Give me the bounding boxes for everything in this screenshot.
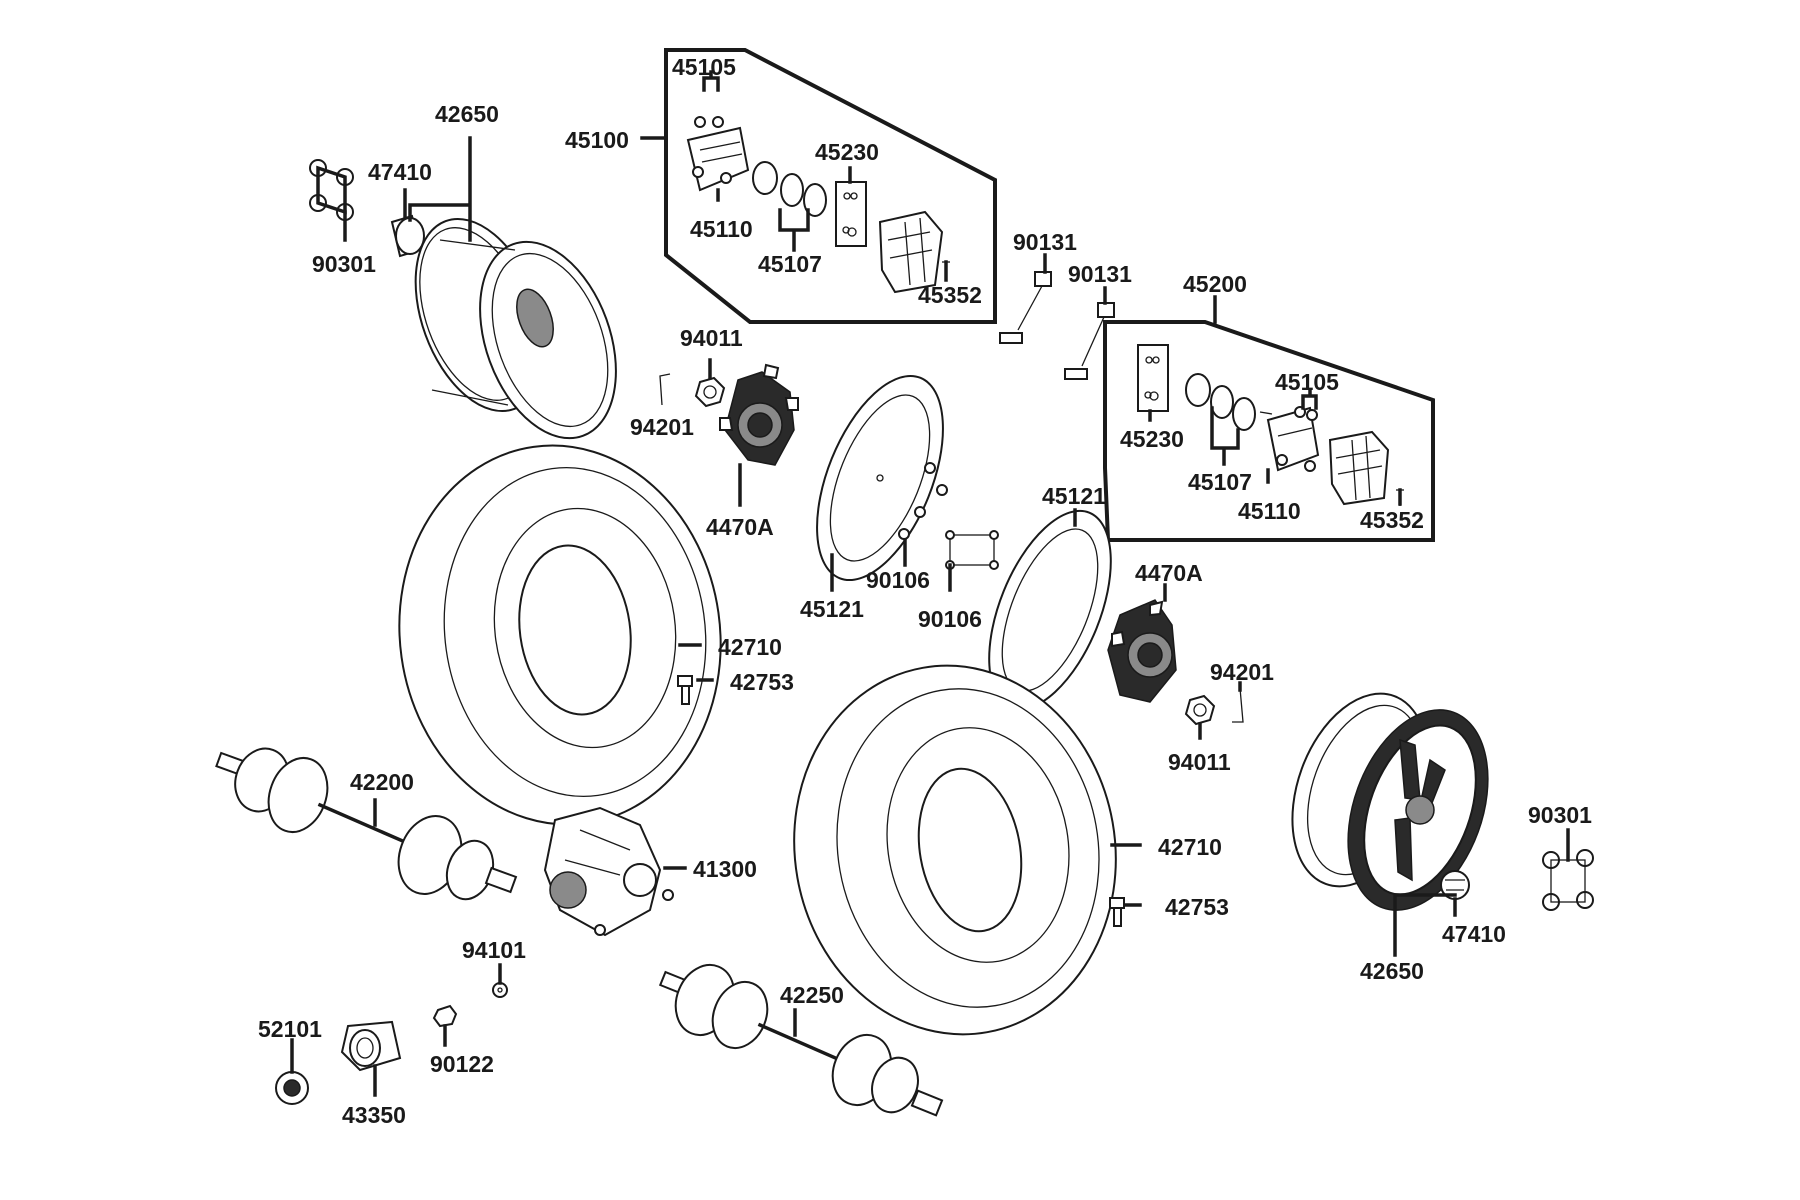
seal-kit-right-part (1137, 344, 1169, 412)
label-94201-left: 94201 (630, 414, 694, 440)
hubnut-right-part (1184, 694, 1216, 726)
label-90301-left: 90301 (312, 251, 376, 277)
axle-left-part (215, 747, 518, 901)
label-90131-a: 90131 (1013, 229, 1077, 255)
hub-left-part (719, 363, 799, 466)
label-43350: 43350 (342, 1102, 406, 1128)
hub-right-part (1107, 599, 1177, 703)
label-45105-left: 45105 (672, 54, 736, 80)
label-42710-right: 42710 (1158, 834, 1222, 860)
label-42753-right: 42753 (1165, 894, 1229, 920)
caliper-kit-right-outline (1103, 320, 1435, 542)
bolt-b-part (1064, 302, 1115, 380)
label-90106-a: 90106 (866, 567, 930, 593)
piston-right-part (1185, 373, 1256, 431)
label-45110-right: 45110 (1238, 498, 1301, 524)
label-42250: 42250 (780, 982, 844, 1008)
valve-right-part (1109, 897, 1125, 927)
bracket-right-part (1259, 406, 1320, 472)
axle-right-part (658, 964, 944, 1117)
piston-left-part (752, 161, 827, 217)
label-4470A-left: 4470A (706, 514, 774, 540)
nut-left-part (390, 214, 425, 258)
label-45121-left: 45121 (800, 596, 864, 622)
bolt-a-part (999, 271, 1052, 344)
label-42753-left: 42753 (730, 669, 794, 695)
label-42650-right: 42650 (1360, 958, 1424, 984)
bracket-left-part (686, 116, 750, 192)
gearcase-part (543, 806, 674, 937)
label-45110-left: 45110 (690, 216, 753, 242)
label-94011-left: 94011 (680, 325, 743, 351)
label-45100: 45100 (565, 127, 629, 153)
caliper-kit-left-outline (664, 48, 997, 324)
label-47410-right: 47410 (1442, 921, 1506, 947)
label-45107-right: 45107 (1188, 469, 1252, 495)
disc-left-part (816, 374, 944, 582)
seal-kit-left-part (835, 181, 867, 247)
label-45352-right: 45352 (1360, 507, 1424, 533)
tire-right-part (793, 664, 1117, 1036)
label-90106-b: 90106 (918, 606, 982, 632)
leader-lines (290, 70, 1570, 1097)
label-47410-left: 47410 (368, 159, 432, 185)
label-94011-right: 94011 (1168, 749, 1231, 775)
bearing-part (275, 1071, 309, 1105)
label-45352-left: 45352 (918, 282, 982, 308)
label-45230-left: 45230 (815, 139, 879, 165)
cotter-right-part (1232, 687, 1244, 723)
label-45200: 45200 (1183, 271, 1247, 297)
discbolt-b-part (945, 530, 999, 570)
label-90301-right: 90301 (1528, 802, 1592, 828)
label-42200: 42200 (350, 769, 414, 795)
bolt-c-part (432, 1004, 458, 1028)
label-45230-right: 45230 (1120, 426, 1184, 452)
caliper-right-part (1328, 430, 1404, 506)
housing-part (340, 1020, 402, 1072)
tire-left-part (398, 444, 722, 826)
cotter-left-part (659, 373, 671, 406)
label-94101: 94101 (462, 937, 526, 963)
label-52101: 52101 (258, 1016, 322, 1042)
label-45121-right: 45121 (1042, 483, 1106, 509)
label-45107-left: 45107 (758, 251, 822, 277)
label-90122: 90122 (430, 1051, 494, 1077)
label-4470A-right: 4470A (1135, 560, 1203, 586)
lugset-right-part (1542, 849, 1594, 911)
discbolt-a-part (898, 462, 948, 540)
label-90131-b: 90131 (1068, 261, 1132, 287)
label-42650-left: 42650 (435, 101, 499, 127)
label-94201-right: 94201 (1210, 659, 1274, 685)
label-41300: 41300 (693, 856, 757, 882)
washer-part (492, 982, 508, 998)
hubnut-left-part (694, 376, 726, 408)
label-42710-left: 42710 (718, 634, 782, 660)
label-45105-right: 45105 (1275, 369, 1339, 395)
valve-left-part (677, 675, 693, 705)
rim-left-part (414, 217, 617, 440)
rim-right-part (1291, 692, 1489, 911)
caliper-left-part (878, 210, 950, 294)
